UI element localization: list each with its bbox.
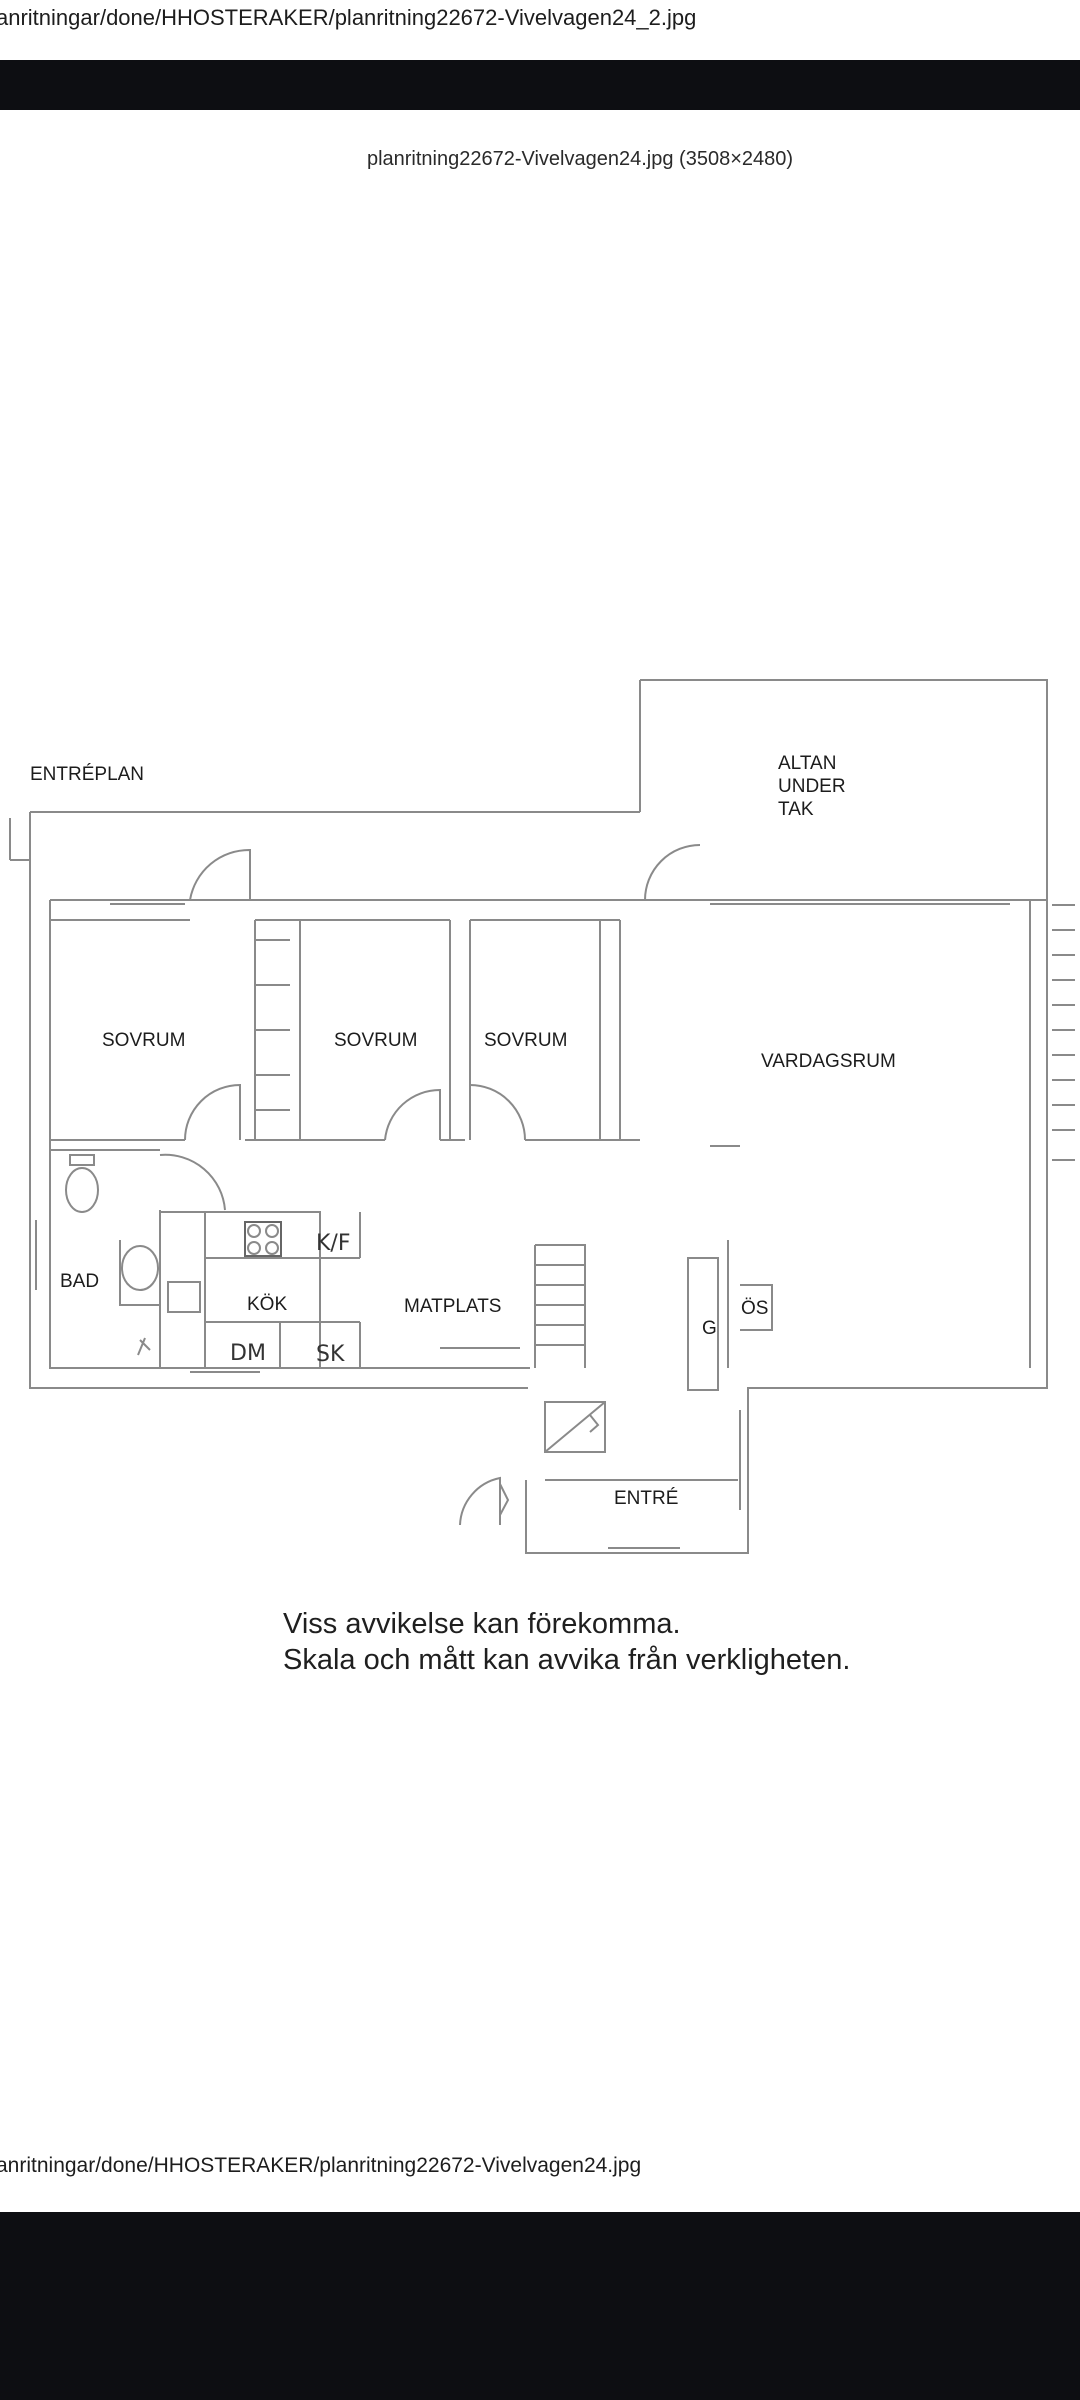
file-path-header: anritningar/done/HHOSTERAKER/planritning…	[0, 0, 1080, 58]
room-label-matplats: MATPLATS	[404, 1296, 501, 1317]
room-label-bad: BAD	[60, 1271, 99, 1292]
room-label-kok: KÖK	[247, 1294, 287, 1315]
image-viewer-bottom-bar	[0, 2212, 1080, 2400]
room-label-g: G	[702, 1318, 717, 1339]
appliance-label-kf: K/F	[316, 1231, 351, 1256]
level-label: ENTRÉPLAN	[30, 764, 144, 785]
file-path-text-bottom: anritningar/done/HHOSTERAKER/planritning…	[0, 2154, 642, 2177]
file-path-text: anritningar/done/HHOSTERAKER/planritning…	[0, 5, 697, 30]
room-label-entre: ENTRÉ	[614, 1488, 678, 1509]
image-caption: planritning22672-Vivelvagen24.jpg (3508×…	[366, 148, 794, 170]
disclaimer-line-1: Viss avvikelse kan förekomma.	[283, 1608, 681, 1640]
room-label-altan-1: ALTAN	[778, 753, 836, 774]
room-label-os: ÖS	[741, 1298, 768, 1319]
room-label-altan-2: UNDER	[778, 776, 846, 797]
room-label-altan-3: TAK	[778, 799, 814, 820]
room-label-sovrum-1: SOVRUM	[102, 1030, 185, 1051]
disclaimer: Viss avvikelse kan förekomma. Skala och …	[283, 1606, 1063, 1678]
image-viewer-top-bar	[0, 60, 1080, 110]
floor-plan-image[interactable]: ENTRÉPLAN ALTAN UNDER TAK SOVRUM SOVRUM …	[0, 670, 1080, 1570]
appliance-label-dm: DM	[230, 1341, 266, 1366]
room-label-sovrum-2: SOVRUM	[334, 1030, 417, 1051]
room-label-vardagsrum: VARDAGSRUM	[761, 1051, 896, 1072]
disclaimer-line-2: Skala och mått kan avvika från verklighe…	[283, 1644, 851, 1676]
appliance-label-sk: SK	[316, 1342, 345, 1367]
floor-plan-drawing: ENTRÉPLAN ALTAN UNDER TAK SOVRUM SOVRUM …	[9, 679, 1075, 1554]
room-label-sovrum-3: SOVRUM	[484, 1030, 567, 1051]
file-path-footer: anritningar/done/HHOSTERAKER/planritning…	[0, 2148, 1080, 2184]
